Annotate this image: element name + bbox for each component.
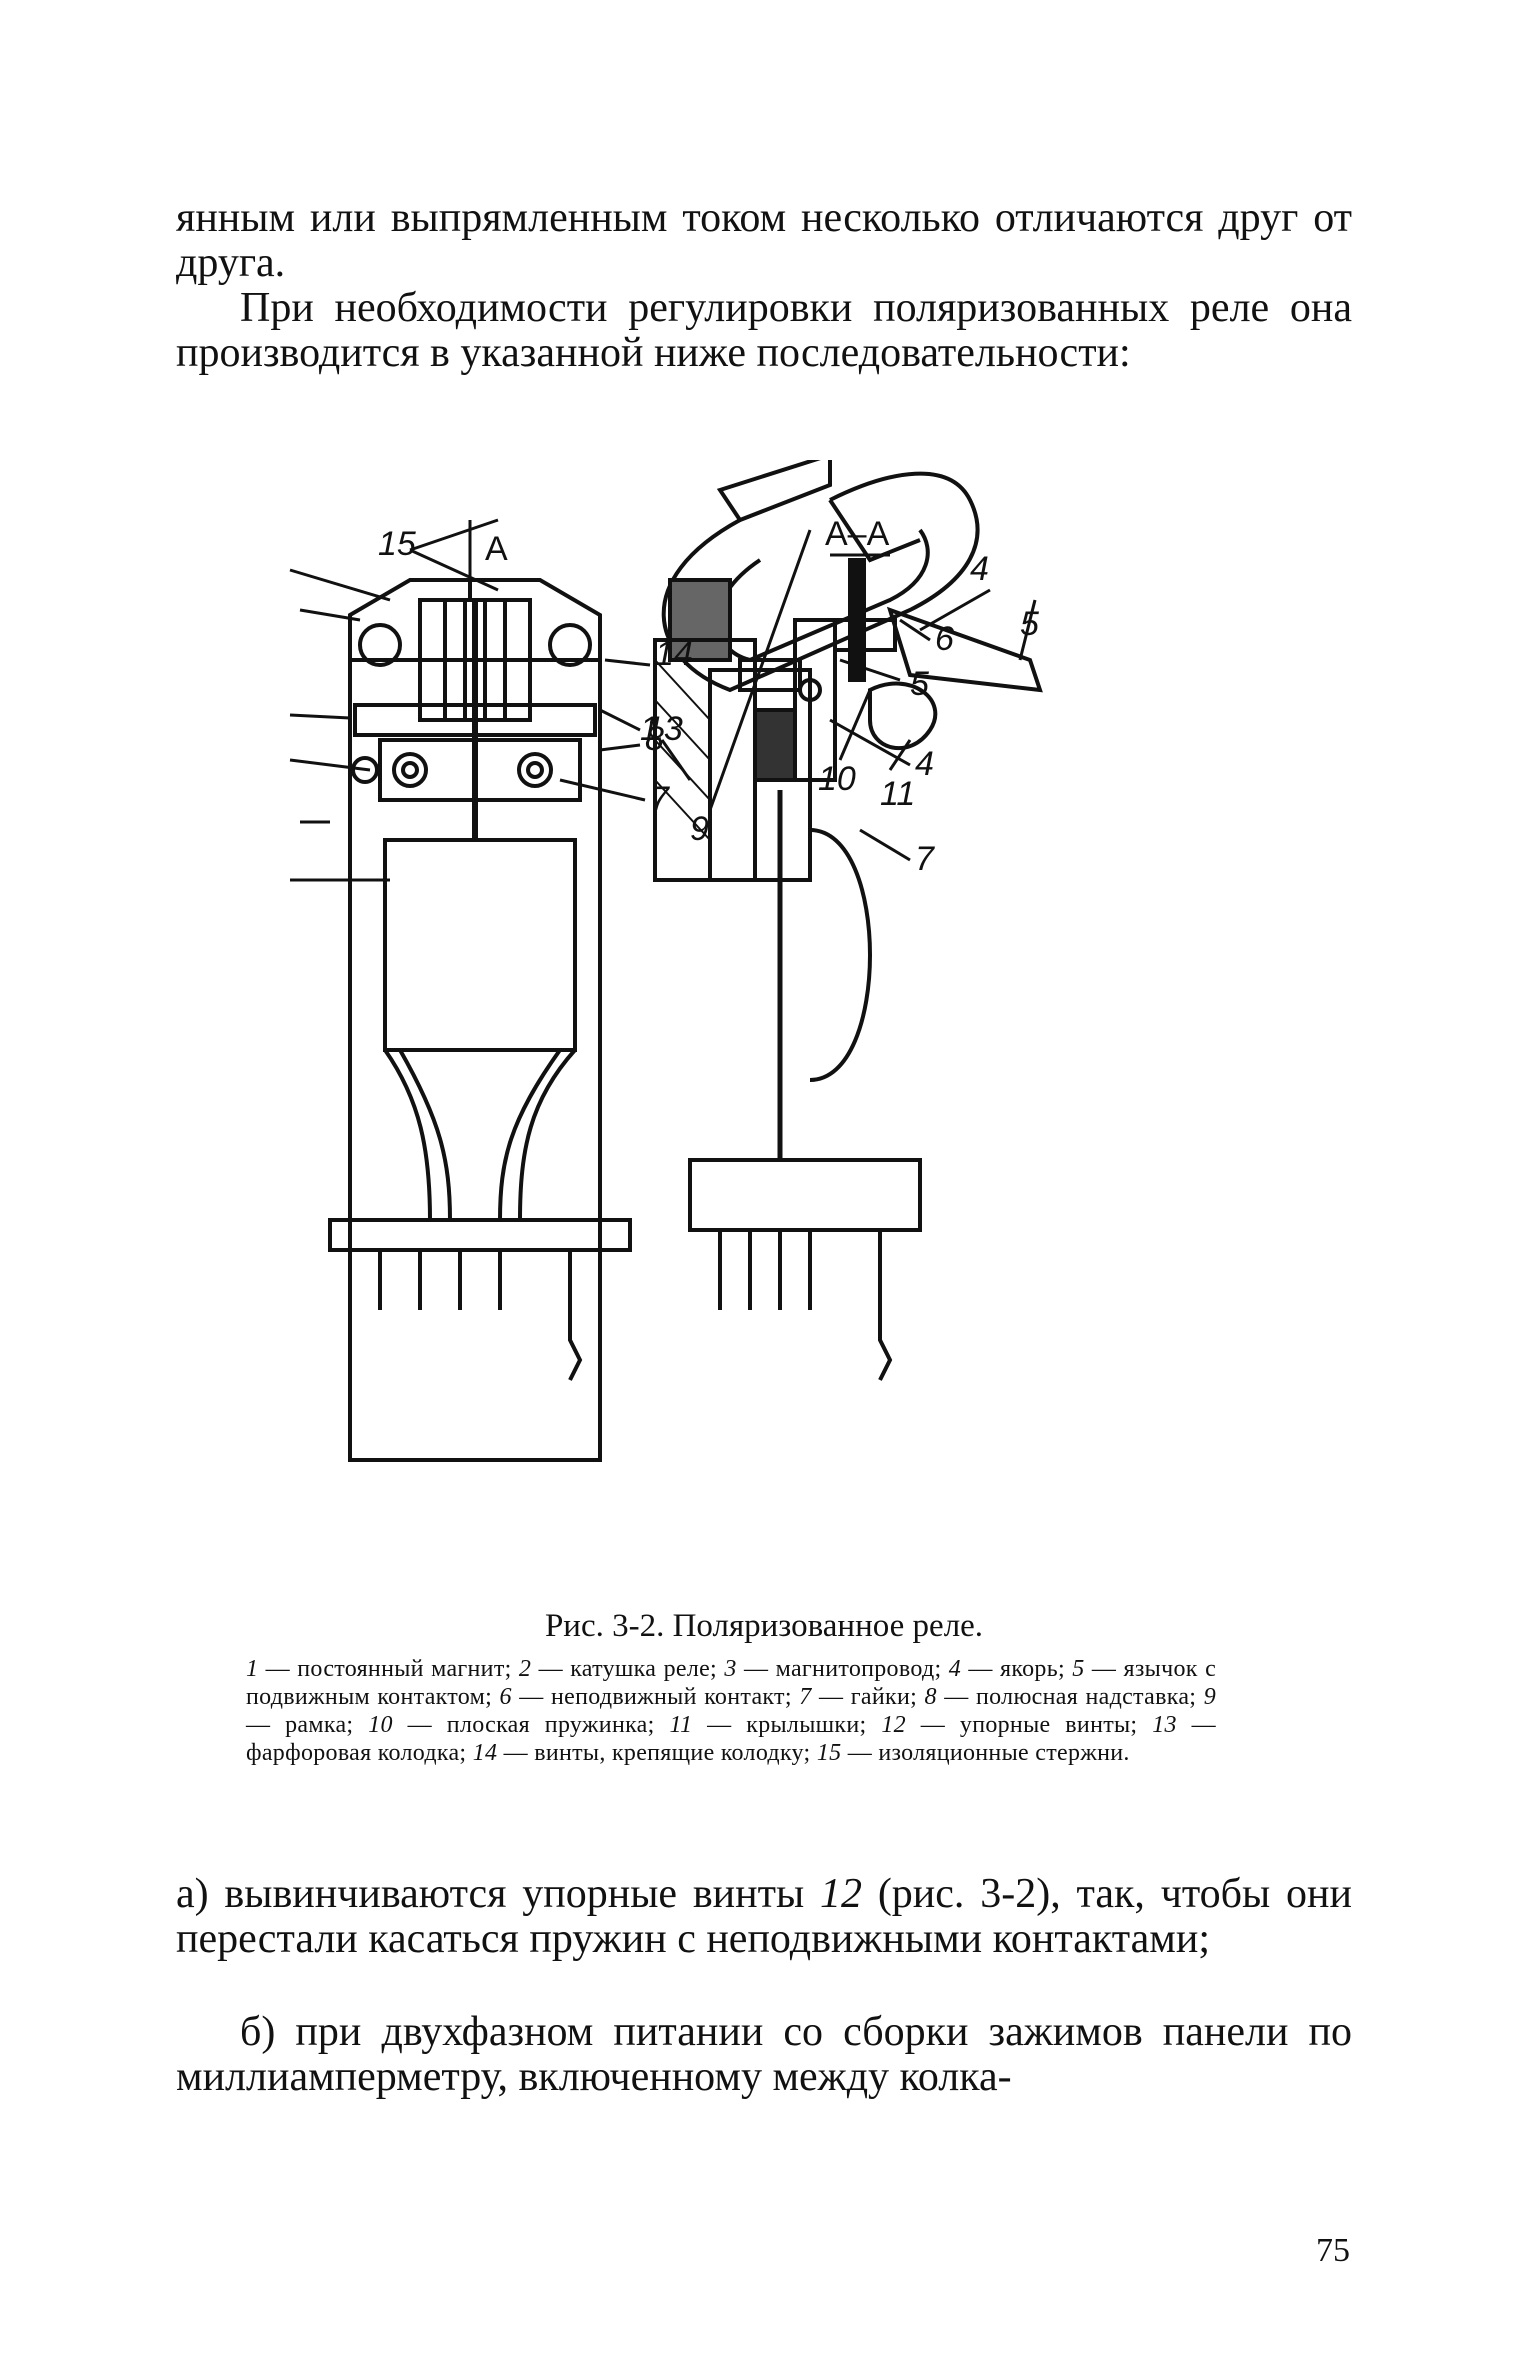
legend-number: 11 (669, 1712, 693, 1738)
step-a: а) вывинчиваются упорные винты 12 (рис. … (176, 1872, 1352, 1962)
nut-7-right (517, 752, 553, 788)
legend-text: — язычок с подвижным контактом; (246, 1656, 1217, 1710)
screw-14-right (548, 623, 592, 667)
contact-tongue-section (738, 658, 802, 692)
section-title: А–А (825, 515, 890, 553)
legend-number: 10 (368, 1712, 393, 1738)
legend-number: 8 (924, 1684, 937, 1710)
legend-number: 14 (472, 1740, 498, 1766)
label-13: 13 (645, 710, 683, 748)
legend-text: — гайки; (811, 1684, 925, 1710)
legend-number: 4 (948, 1656, 962, 1682)
label-14: 14 (655, 635, 693, 673)
legend-text: — крылышки; (692, 1712, 882, 1738)
legend-number: 12 (881, 1712, 906, 1738)
step-a-rest: (рис. 3-2), так, чтобы они перестали кас… (176, 1871, 1352, 1962)
legend-text: — полюсная надставка; (936, 1684, 1204, 1710)
label-9-top: 9 (690, 810, 709, 848)
label-15: 15 (378, 525, 416, 563)
legend-number: 13 (1152, 1712, 1177, 1738)
legend-number: 3 (724, 1656, 737, 1682)
insulating-rods-shape (716, 452, 832, 523)
base-section (688, 1158, 922, 1232)
legend-text: — фарфоровая колодка; (246, 1712, 1216, 1766)
wings-shape (868, 681, 938, 750)
step-a-ref: 12 (820, 1871, 863, 1917)
legend-text: — магнитопровод; (736, 1656, 949, 1682)
page-number: 75 (1316, 2232, 1350, 2269)
legend-text: — постоянный магнит; (258, 1656, 519, 1682)
step-b: б) при двухфазном питании со сборки зажи… (176, 2009, 1352, 2100)
legend-number: 7 (799, 1684, 812, 1710)
tongue-shape (886, 606, 1043, 693)
figure-polarized-relay: 15 4 5 9 10 11 6 12 14 13 9 3 8 7 2 1 6 … (220, 452, 1270, 1610)
label-11: 11 (880, 775, 915, 813)
label-10: 10 (818, 760, 856, 798)
legend-number: 9 (1203, 1684, 1217, 1710)
legend-text: — неподвижный контакт; (511, 1684, 800, 1710)
figure-caption-title: Рис. 3-2. Поляризованное реле. (544, 1608, 984, 1644)
paragraph-1: янным или выпрямленным током несколько о… (176, 195, 1352, 286)
label-5-right: 5 (910, 665, 929, 703)
legend-text: — изоляционные стержни. (841, 1740, 1130, 1766)
legend-text: — рамка; (246, 1712, 369, 1738)
nut-7-left (392, 752, 428, 788)
label-6-right: 6 (935, 620, 954, 658)
label-4-right: 4 (915, 745, 934, 783)
label-8: 8 (645, 720, 664, 758)
screw-14-left (358, 623, 402, 667)
label-4-top: 4 (970, 550, 989, 588)
label-7-left: 7 (650, 780, 670, 818)
paragraph-2: При необходимости регулировки поляризова… (176, 285, 1352, 376)
label-7-right: 7 (915, 840, 935, 878)
step-a-prefix: а) вывинчиваются упорные винты (176, 1871, 821, 1917)
legend-number: 6 (499, 1684, 512, 1710)
figure-legend: 1 — постоянный магнит; 2 — катушка реле;… (246, 1655, 1216, 1767)
relay-drawing: 15 4 5 9 10 11 6 12 14 13 9 3 8 7 2 1 6 … (220, 452, 1043, 1462)
legend-text: — якорь; (961, 1656, 1073, 1682)
base-plate-front (328, 1218, 632, 1252)
label-1: 1 (640, 710, 659, 748)
legend-text: — винты, крепящие колодку; (497, 1740, 817, 1766)
legend-text: — упорные винты; (905, 1712, 1153, 1738)
legend-number: 2 (518, 1656, 532, 1682)
section-mark-top: А (485, 530, 508, 568)
frame-shape (661, 471, 980, 693)
legend-text: — катушка реле; (531, 1656, 725, 1682)
contact-6-section (833, 618, 897, 652)
section-top-block (668, 578, 732, 662)
tongue-5-section (793, 618, 837, 782)
coil-2 (383, 838, 577, 1052)
label-5-top: 5 (1020, 605, 1039, 643)
legend-number: 5 (1072, 1656, 1085, 1682)
legend-number: 15 (816, 1740, 842, 1766)
legend-number: 1 (246, 1656, 259, 1682)
relay-front-body (348, 578, 602, 1462)
legend-text: — плоская пружинка; (392, 1712, 670, 1738)
